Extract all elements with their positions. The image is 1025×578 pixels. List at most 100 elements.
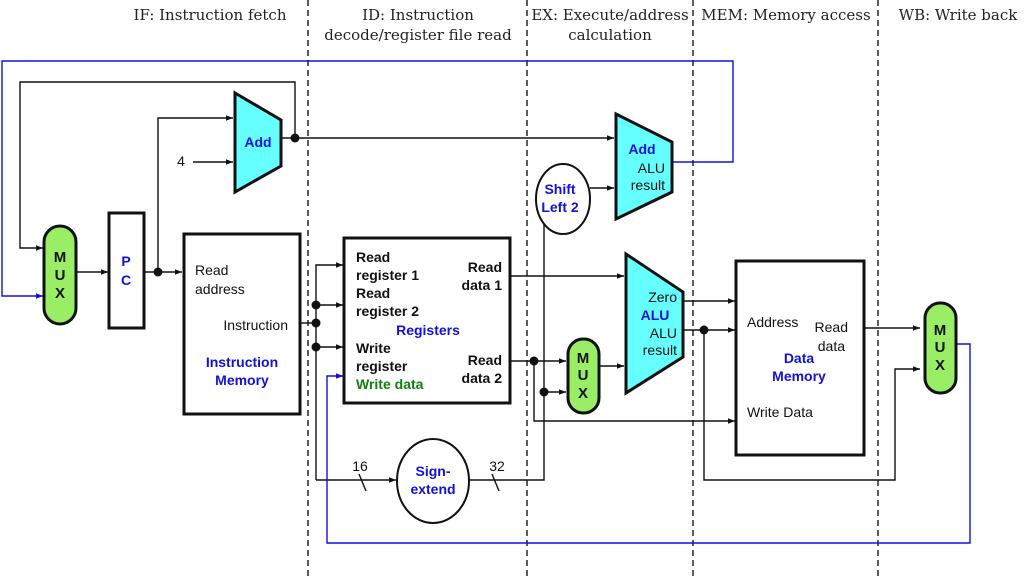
alu-result-label: ALU [650, 325, 677, 341]
sign-extend-ellipse [396, 438, 470, 524]
wire-branch-target-to-pc-mux [1, 60, 734, 299]
dmem-read-data-label: Read [815, 319, 848, 335]
alu-mux-body [566, 337, 601, 415]
mux-letter: M [54, 249, 67, 266]
mux-letter: U [55, 267, 66, 284]
dmem-read-data-label: data [818, 338, 845, 354]
junction-dot [311, 300, 321, 310]
pc-letter: P [121, 253, 130, 269]
dmem-title: Memory [772, 368, 826, 384]
alu-result-label: result [643, 342, 677, 358]
dmem-title: Data [784, 350, 815, 366]
read-register-1-label: register 1 [356, 267, 419, 283]
pc-letter: C [121, 272, 131, 288]
branch-adder-result-label: ALU [638, 160, 665, 176]
read-register-2-label: register 2 [356, 303, 419, 319]
imem-title: Memory [215, 372, 269, 388]
pc-adder: Add 4 [177, 90, 283, 195]
read-data-1-label: data 1 [462, 277, 503, 293]
imem-box [182, 232, 302, 416]
branch-adder-result-label: result [631, 177, 665, 193]
stage-id-line1: ID: Instruction [362, 6, 474, 24]
stage-id-line2: decode/register file read [324, 26, 512, 44]
mux-letter: M [934, 322, 947, 339]
shift-left-2: Shift Left 2 [535, 163, 591, 235]
data-memory: Address Read data Data Memory Write Data [734, 259, 866, 457]
wire-pc-plus4-to-mux [19, 81, 296, 251]
mux-letter: X [578, 385, 588, 402]
stage-label-id: ID: Instruction decode/register file rea… [324, 6, 512, 44]
stage-wb-line1: WB: Write back [899, 6, 1019, 24]
mux-letter: X [55, 285, 65, 302]
mux-letter: X [935, 357, 945, 374]
alu-label: ALU [641, 307, 670, 323]
read-data-2-label: Read [468, 352, 502, 368]
sign-extend-title: Sign- [416, 463, 451, 479]
junction-dot [529, 356, 539, 366]
stage-ex-line1: EX: Execute/address [531, 6, 688, 24]
sign-extend-title: extend [410, 481, 455, 497]
registers-box [342, 236, 512, 405]
junction-dot [311, 318, 321, 328]
stage-if-line1: IF: Instruction fetch [134, 6, 287, 24]
junctions [153, 133, 709, 397]
mux-letter: U [578, 367, 589, 384]
write-data-label: Write data [356, 376, 424, 392]
stage-label-mem: MEM: Memory access [701, 6, 870, 24]
dmem-address-label: Address [747, 314, 798, 330]
output-width-label: 32 [489, 458, 505, 474]
pc-adder-body [233, 90, 283, 195]
register-file: Read register 1 Read register 2 Register… [342, 236, 512, 405]
shift-left-title: Shift [544, 181, 575, 197]
stage-label-if: IF: Instruction fetch [134, 6, 287, 24]
write-register-label: Write [356, 340, 391, 356]
stage-mem-line1: MEM: Memory access [701, 6, 870, 24]
dmem-box [734, 259, 866, 457]
program-counter: P C [107, 211, 146, 330]
shift-left-ellipse [535, 163, 591, 235]
wb-mux-body [923, 301, 958, 395]
stage-label-wb: WB: Write back [899, 6, 1019, 24]
wire-instr-to-readreg1 [315, 262, 343, 480]
dmem-write-data-label: Write Data [747, 404, 813, 420]
junction-dot [311, 342, 321, 352]
constant-four: 4 [177, 153, 185, 169]
write-register-label: register [356, 358, 408, 374]
wire-pc-to-adder [157, 115, 233, 272]
mux-letter: M [577, 350, 590, 367]
wire-readdata2-to-dmem [533, 361, 735, 424]
alu: Zero ALU ALU result [624, 251, 685, 396]
wire-alu-result-to-wb-mux [703, 330, 920, 481]
instruction-memory: Read address Instruction Instruction Mem… [182, 232, 302, 416]
alu-mux: M U X [566, 337, 601, 415]
shift-left-title: Left 2 [541, 199, 579, 215]
junction-dot [153, 267, 163, 277]
read-register-2-label: Read [356, 285, 390, 301]
pc-mux: M U X [42, 224, 78, 326]
read-register-1-label: Read [356, 249, 390, 265]
imem-instruction-label: Instruction [223, 317, 288, 333]
read-data-2-label: data 2 [462, 370, 503, 386]
input-width-label: 16 [352, 458, 368, 474]
junction-dot [290, 133, 300, 143]
branch-adder-label: Add [628, 141, 655, 157]
bus-width-tick-32 [491, 473, 500, 492]
writeback-mux: M U X [923, 301, 958, 395]
pc-adder-label: Add [244, 134, 271, 150]
junction-dot [699, 325, 709, 335]
imem-title: Instruction [206, 354, 278, 370]
alu-body [624, 251, 685, 396]
wires [19, 81, 920, 492]
branch-adder-body [614, 111, 674, 222]
blue-wires [1, 60, 971, 544]
bus-width-tick-16 [358, 473, 367, 492]
branch-adder: Add ALU result [614, 111, 674, 222]
read-data-1-label: Read [468, 259, 502, 275]
pc-mux-body [42, 224, 78, 326]
junction-dot [539, 387, 549, 397]
sign-extend: Sign- extend 16 32 [352, 438, 505, 524]
stage-label-ex: EX: Execute/address calculation [531, 6, 688, 44]
imem-read-address-label: Read [195, 262, 228, 278]
stage-ex-line2: calculation [568, 26, 652, 44]
